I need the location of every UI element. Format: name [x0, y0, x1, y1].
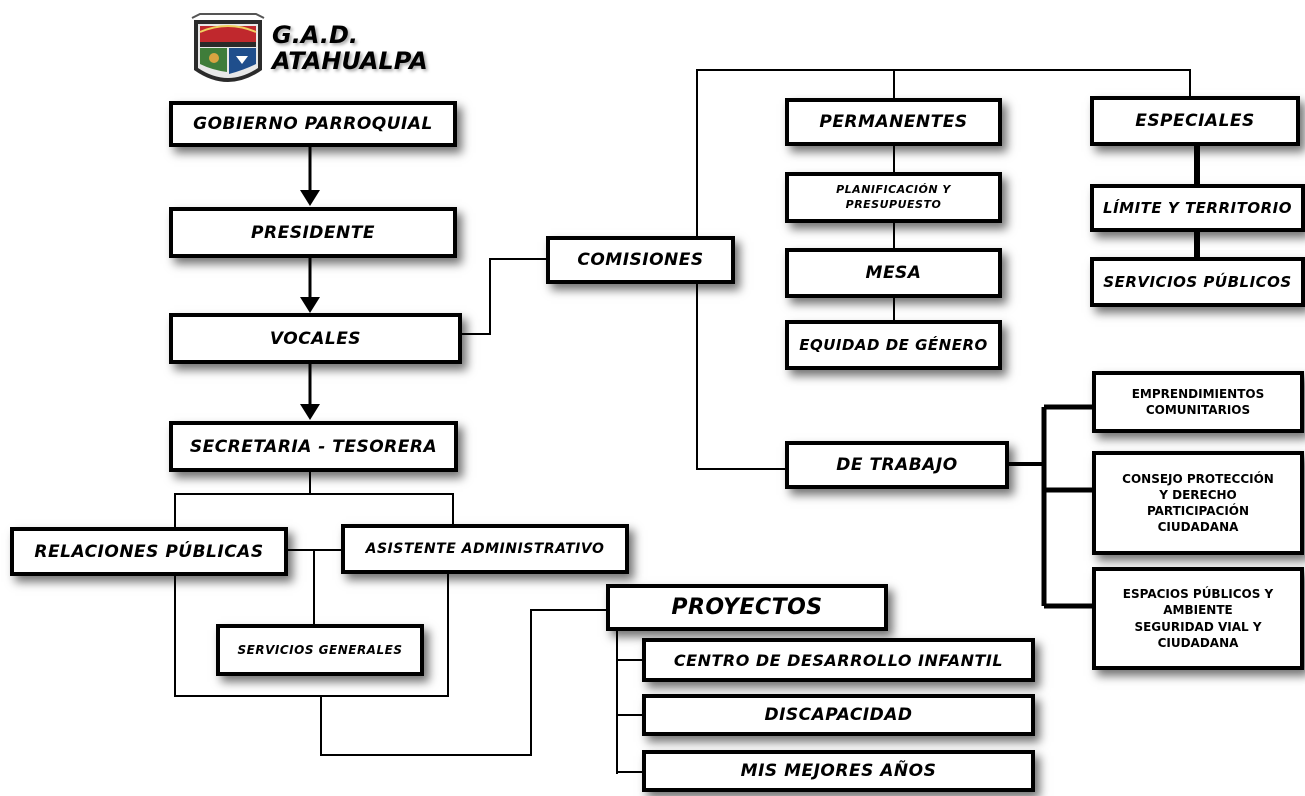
node-emprendimientos-comunitarios-label: EMPRENDIMIENTOS COMUNITARIOS: [1131, 386, 1265, 417]
line-vocales-comisiones: [462, 258, 546, 335]
node-discapacidad-label: DISCAPACIDAD: [764, 705, 913, 725]
node-secretaria-tesorera-label: SECRETARIA - TESORERA: [189, 436, 438, 457]
node-mesa-label: MESA: [865, 263, 922, 283]
node-presidente: PRESIDENTE: [169, 207, 457, 258]
node-consejo-proteccion-label: CONSEJO PROTECCIÓN Y DERECHO PARTICIPACI…: [1122, 471, 1274, 535]
node-relaciones-publicas-label: RELACIONES PÚBLICAS: [34, 541, 264, 562]
organization-name-line2: ATAHUALPA: [272, 47, 428, 75]
node-permanentes: PERMANENTES: [785, 98, 1002, 146]
node-equidad-genero: EQUIDAD DE GÉNERO: [785, 320, 1002, 370]
node-de-trabajo: DE TRABAJO: [785, 441, 1009, 489]
node-espacios-publicos-label: ESPACIOS PÚBLICOS Y AMBIENTE SEGURIDAD V…: [1122, 587, 1274, 650]
node-asistente-administrativo-label: ASISTENTE ADMINISTRATIVO: [365, 541, 605, 557]
node-presidente-label: PRESIDENTE: [251, 222, 375, 243]
node-relaciones-publicas: RELACIONES PÚBLICAS: [10, 527, 288, 576]
line-comisiones-top: [696, 69, 1191, 236]
node-permanentes-label: PERMANENTES: [819, 112, 968, 132]
node-emprendimientos-comunitarios: EMPRENDIMIENTOS COMUNITARIOS: [1092, 371, 1304, 433]
node-limite-territorio: LÍMITE Y TERRITORIO: [1090, 184, 1305, 232]
node-planificacion-presupuesto-label: PLANIFICACIÓN Y PRESUPUESTO: [836, 183, 951, 211]
node-especiales: ESPECIALES: [1090, 96, 1300, 146]
node-vocales: VOCALES: [169, 313, 462, 364]
node-servicios-generales: SERVICIOS GENERALES: [216, 624, 424, 676]
node-centro-desarrollo-infantil: CENTRO DE DESARROLLO INFANTIL: [642, 638, 1035, 682]
gad-atahualpa-logo: [191, 13, 265, 82]
node-comisiones: COMISIONES: [546, 236, 735, 284]
line-admin-proyectos: [320, 609, 606, 756]
node-secretaria-tesorera: SECRETARIA - TESORERA: [169, 421, 458, 472]
line-secretaria-relaciones: [174, 493, 454, 528]
node-mis-mejores-anos-label: MIS MEJORES AÑOS: [740, 761, 937, 781]
node-servicios-publicos: SERVICIOS PÚBLICOS: [1090, 257, 1305, 307]
node-mis-mejores-anos: MIS MEJORES AÑOS: [642, 750, 1035, 792]
node-espacios-publicos: ESPACIOS PÚBLICOS Y AMBIENTE SEGURIDAD V…: [1092, 567, 1304, 670]
node-servicios-publicos-label: SERVICIOS PÚBLICOS: [1103, 273, 1292, 291]
node-mesa: MESA: [785, 248, 1002, 298]
node-servicios-generales-label: SERVICIOS GENERALES: [237, 643, 403, 657]
node-especiales-label: ESPECIALES: [1135, 111, 1255, 131]
node-limite-territorio-label: LÍMITE Y TERRITORIO: [1103, 199, 1292, 217]
node-consejo-proteccion: CONSEJO PROTECCIÓN Y DERECHO PARTICIPACI…: [1092, 451, 1304, 555]
node-proyectos-label: PROYECTOS: [671, 595, 823, 620]
node-planificacion-presupuesto: PLANIFICACIÓN Y PRESUPUESTO: [785, 172, 1002, 223]
node-equidad-genero-label: EQUIDAD DE GÉNERO: [799, 336, 988, 354]
node-de-trabajo-label: DE TRABAJO: [836, 455, 958, 475]
node-centro-desarrollo-infantil-label: CENTRO DE DESARROLLO INFANTIL: [673, 650, 1004, 670]
line-admin-loop: [174, 573, 449, 697]
node-vocales-label: VOCALES: [269, 328, 362, 349]
node-gobierno-parroquial: GOBIERNO PARROQUIAL: [169, 101, 457, 147]
node-proyectos: PROYECTOS: [606, 584, 888, 631]
line-comisiones-trabajo: [696, 283, 785, 470]
organization-name: G.A.D. ATAHUALPA: [272, 22, 428, 74]
node-discapacidad: DISCAPACIDAD: [642, 694, 1035, 736]
node-comisiones-label: COMISIONES: [577, 250, 704, 270]
node-gobierno-parroquial-label: GOBIERNO PARROQUIAL: [193, 114, 433, 134]
organization-name-line1: G.A.D.: [272, 21, 358, 49]
node-asistente-administrativo: ASISTENTE ADMINISTRATIVO: [341, 524, 629, 574]
